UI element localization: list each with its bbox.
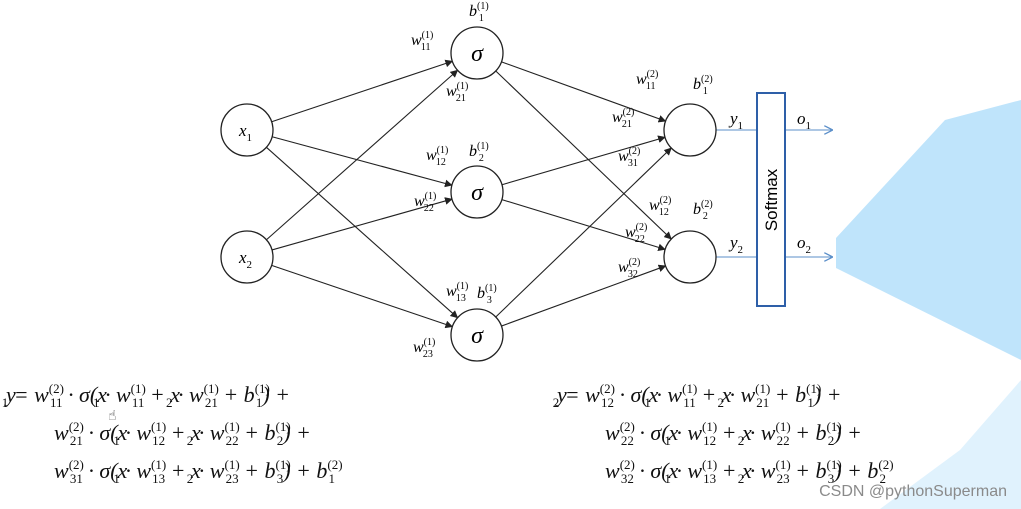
hand-cursor-icon: ☝ — [108, 408, 117, 424]
hidden-node-2 — [450, 165, 504, 219]
hidden-node-1 — [450, 26, 504, 80]
watermark: CSDN @pythonSuperman — [819, 483, 1007, 500]
equation-line: w(2)21 · σ(x1 · w(1)12 + x2 · w(1)22 + b… — [54, 419, 311, 448]
edge-x2-h3 — [271, 264, 454, 329]
equation-line: w(2)31 · σ(x1 · w(1)13 + x2 · w(1)23 + b… — [54, 457, 343, 486]
edge-x2-h2 — [271, 197, 453, 251]
output-bias-b2: b(2)2 — [693, 199, 713, 222]
weight-l1-12: w(1)12 — [426, 145, 448, 168]
weight-l2-11: w(2)11 — [636, 69, 658, 92]
edge-x1-h3 — [266, 146, 459, 319]
weight-l1-13: w(1)13 — [446, 281, 468, 304]
edge-h1-y1 — [501, 61, 667, 123]
equation-line: w(2)22 · σ(x1 · w(1)12 + x2 · w(1)22 + b… — [605, 419, 862, 448]
edge-h3-y1 — [495, 147, 672, 318]
edge-x2-h1 — [266, 69, 459, 241]
output-label-o1: o1 — [797, 109, 811, 132]
input-label-x2: x2 — [238, 248, 252, 271]
pre-softmax-label-y2: y2 — [728, 233, 743, 256]
hidden-bias-b1: b(1)1 — [469, 1, 489, 24]
edge-h2-y2 — [501, 199, 666, 252]
output-node-1 — [663, 103, 717, 157]
input-node-x2 — [220, 230, 274, 284]
weight-l1-11: w(1)11 — [411, 30, 433, 53]
sigma-symbol-2: σ — [471, 180, 484, 206]
edge-x1-h2 — [271, 136, 453, 188]
input-node-x1 — [220, 103, 274, 157]
output-bias-b1: b(2)1 — [693, 74, 713, 97]
pre-softmax-label-y1: y1 — [728, 109, 743, 132]
equation-line: y1 = w(2)11 · σ(x1 · w(1)11 + x2 · w(1)2… — [1, 381, 291, 410]
weight-l2-21: w(2)21 — [612, 107, 634, 130]
softmax-block — [756, 92, 786, 307]
weight-l2-32: w(2)32 — [618, 257, 640, 280]
edge-h1-y2 — [495, 70, 672, 240]
output-node-2 — [663, 230, 717, 284]
hidden-bias-b3: b(1)3 — [477, 283, 497, 306]
softmax-label: Softmax — [762, 168, 781, 231]
input-label-x1: x1 — [238, 121, 252, 144]
weight-l2-12: w(2)12 — [649, 195, 671, 218]
hidden-bias-b2: b(1)2 — [469, 141, 489, 164]
edge-h3-y2 — [501, 264, 667, 327]
sigma-symbol-3: σ — [471, 323, 484, 349]
hidden-node-3 — [450, 308, 504, 362]
equation-line: y2 = w(2)12 · σ(x1 · w(1)11 + x2 · w(1)2… — [552, 381, 842, 410]
weight-l2-22: w(2)22 — [625, 222, 647, 245]
edge-x1-h1 — [271, 59, 454, 123]
weight-l1-21: w(1)21 — [446, 81, 468, 104]
weight-l1-23: w(1)23 — [413, 337, 435, 360]
weight-l2-31: w(2)31 — [618, 146, 640, 169]
sigma-symbol-1: σ — [471, 41, 484, 67]
highlight-beam — [836, 100, 1021, 360]
highlight-beam-lower — [880, 380, 1021, 509]
output-label-o2: o2 — [797, 233, 811, 256]
weight-l1-22: w(1)22 — [414, 191, 436, 214]
edge-h2-y1 — [501, 135, 666, 186]
equation-line: w(2)32 · σ(x1 · w(1)13 + x2 · w(1)23 + b… — [605, 457, 894, 486]
